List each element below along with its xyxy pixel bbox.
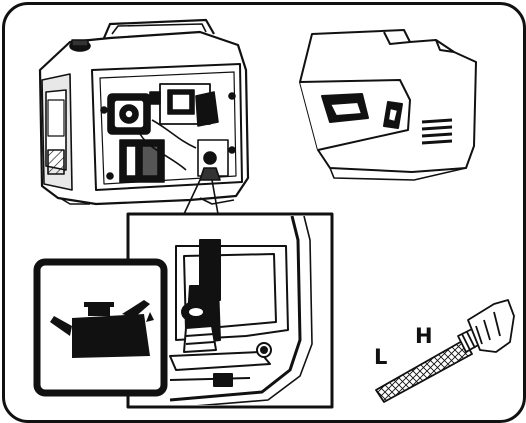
callout-lines <box>183 179 219 215</box>
oil-can-icon <box>33 258 168 397</box>
dipstick-high-label: H <box>415 324 433 348</box>
generator-illustration <box>38 18 250 206</box>
maintenance-cover-illustration <box>299 29 477 181</box>
oil-dipstick-illustration <box>375 299 515 403</box>
dipstick-low-label: L <box>374 345 388 369</box>
